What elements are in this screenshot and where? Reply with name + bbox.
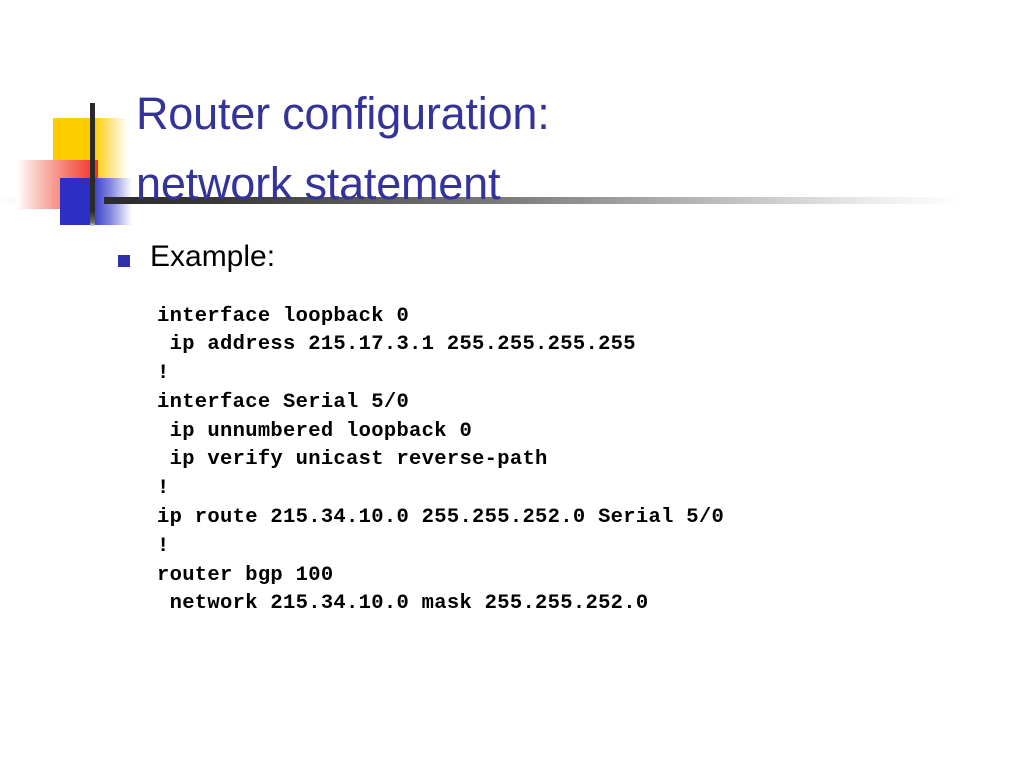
decoration-vertical-rule — [90, 103, 95, 226]
decoration-red-square — [17, 160, 98, 209]
page-title: Router configuration: network statement — [136, 88, 550, 210]
code-block-router-config: interface loopback 0 ip address 215.17.3… — [157, 304, 725, 616]
horizontal-rule-left-stub — [0, 197, 104, 204]
square-bullet-icon — [118, 255, 130, 267]
bullet-label-example: Example: — [150, 240, 276, 273]
list-item: Example: — [118, 238, 998, 276]
slide-body: Example: interface loopback 0 ip address… — [118, 238, 998, 640]
title-horizontal-rule — [104, 197, 962, 204]
decoration-yellow-square — [53, 118, 128, 180]
